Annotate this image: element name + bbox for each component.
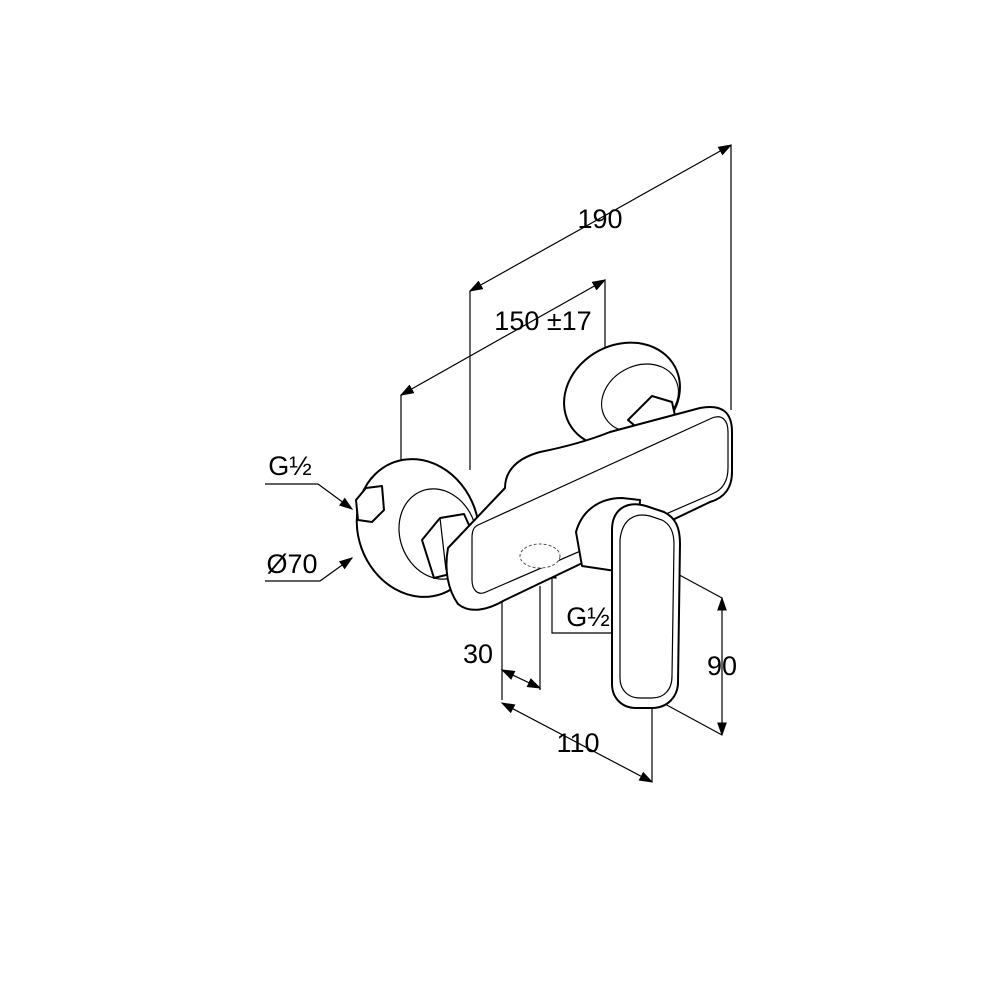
label-outlet-thread: G½ bbox=[566, 602, 610, 632]
leader-outlet-thread bbox=[547, 564, 612, 634]
mixer-body bbox=[445, 406, 733, 611]
label-body-to-lever: 110 bbox=[556, 728, 599, 758]
dimension-lines bbox=[265, 144, 733, 783]
dimension-line-150 bbox=[399, 279, 607, 396]
dimension-labels: 190 150 ±17 G½ Ø70 G½ 30 110 90 bbox=[266, 204, 737, 758]
leader-inlet-thread bbox=[265, 483, 354, 510]
dimension-line-30 bbox=[500, 669, 542, 689]
dimension-line-190 bbox=[468, 144, 733, 292]
label-lever-height: 90 bbox=[707, 651, 737, 681]
label-rosette-diameter: Ø70 bbox=[266, 549, 317, 579]
label-overall-depth: 190 bbox=[577, 204, 622, 234]
label-inlet-thread: G½ bbox=[268, 451, 312, 481]
inlet-connector bbox=[355, 485, 385, 523]
label-connection-spacing: 150 ±17 bbox=[494, 306, 591, 336]
lever-handle bbox=[611, 503, 681, 709]
outlet-opening bbox=[519, 543, 561, 569]
leader-rosette-diameter bbox=[265, 557, 354, 582]
label-outlet-offset: 30 bbox=[463, 639, 493, 669]
dimension-line-110 bbox=[500, 702, 654, 783]
